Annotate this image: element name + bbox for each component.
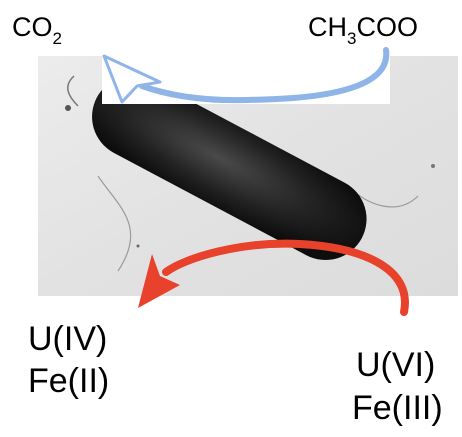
debris-speck: [65, 105, 71, 111]
metal-reduction-arrow: [162, 239, 409, 316]
fe-iii-label: Fe(III): [352, 389, 443, 427]
acetate-text-coo: COO: [356, 12, 418, 42]
debris-speck: [431, 164, 435, 168]
co2-label: CO2: [12, 12, 62, 48]
bacterium-cell: [92, 75, 367, 260]
acetate-oxidation-arrowhead: [102, 54, 162, 104]
metal-reduction-arrowhead: [138, 254, 180, 308]
acetate-subscript: 3: [347, 29, 357, 48]
fe-ii-label: Fe(II): [28, 362, 110, 400]
u-vi-label: U(VI): [356, 346, 436, 384]
flagellum: [97, 175, 132, 272]
co2-text: CO: [12, 12, 53, 42]
u-iv-label: U(IV): [28, 320, 108, 358]
debris-speck: [136, 244, 140, 248]
co2-subscript: 2: [52, 29, 62, 48]
acetate-text-ch: CH: [308, 12, 347, 42]
flagellum: [67, 75, 79, 107]
acetate-label: CH3COO: [308, 12, 418, 48]
acetate-oxidation-arrow: [139, 47, 390, 104]
